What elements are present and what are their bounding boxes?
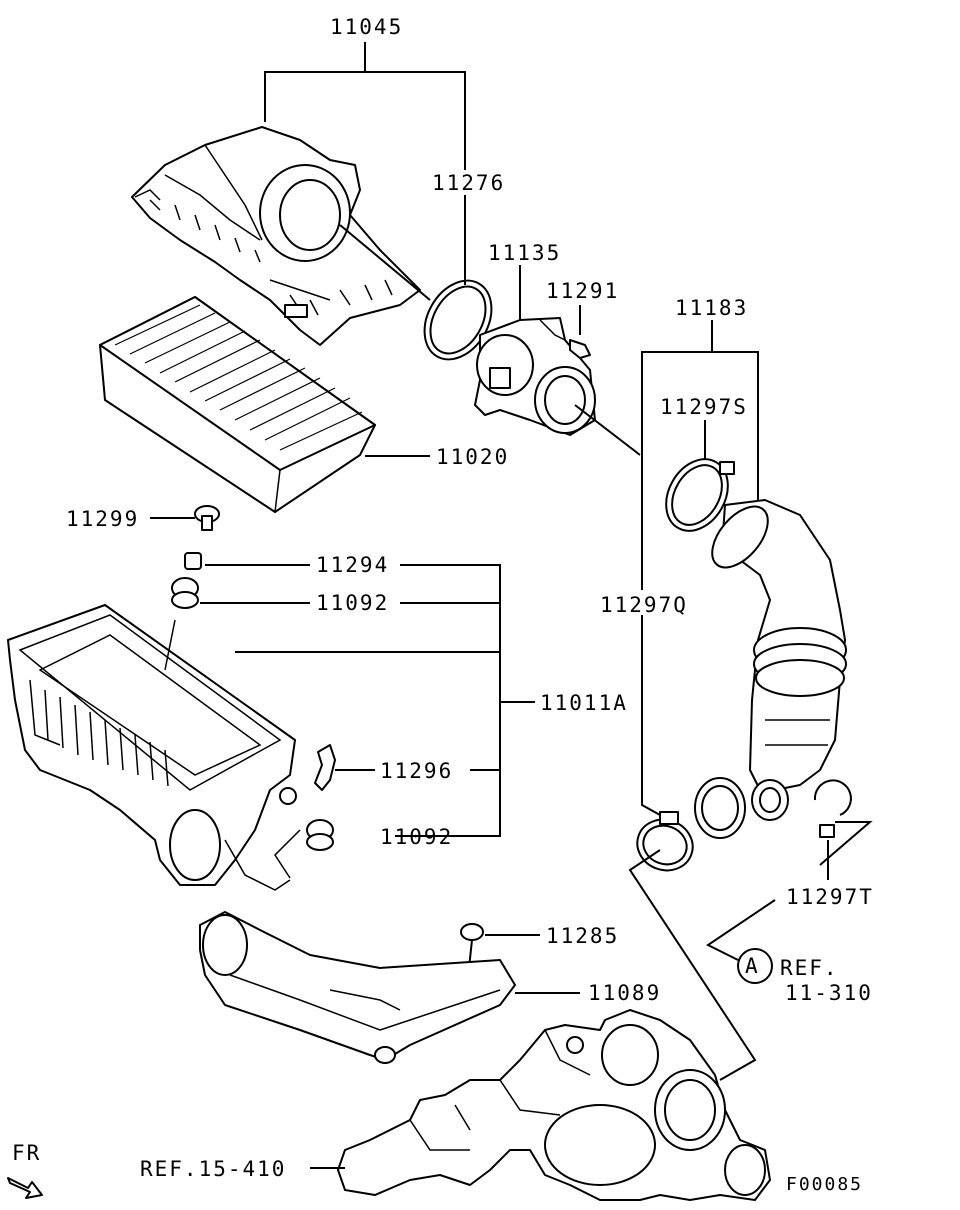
airflow-sensor-11135 [474, 317, 596, 436]
air-filter-11020 [99, 296, 376, 514]
label-11092-upper: 11092 [316, 591, 389, 615]
leader-11183 [641, 320, 759, 590]
grommet-11092-upper [171, 577, 199, 609]
label-11011A: 11011A [540, 691, 628, 715]
leader-11011A [235, 564, 535, 837]
front-label: FR [12, 1141, 41, 1165]
hose-clamp-11297Q [636, 811, 694, 872]
ref-15-410-label: REF.15-410 [140, 1157, 286, 1181]
label-11183: 11183 [675, 296, 748, 320]
grommet-11092-lower [306, 819, 334, 851]
leader-11045 [264, 42, 466, 170]
leader-11297Q [641, 615, 661, 816]
ref-11-310-label: REF. [780, 956, 839, 980]
air-duct-11089 [199, 911, 516, 1064]
label-11297T: 11297T [786, 885, 874, 909]
diagram-code: F00085 [786, 1174, 863, 1195]
collar-11294 [184, 552, 202, 570]
turbocharger-assembly [337, 1009, 771, 1201]
label-11297S: 11297S [660, 395, 748, 419]
label-11135: 11135 [488, 241, 561, 265]
label-11285: 11285 [546, 924, 619, 948]
screw-11291 [569, 339, 591, 359]
front-arrow-icon [7, 1177, 43, 1199]
leader-11297T [706, 821, 873, 961]
air-cleaner-cover [131, 126, 421, 346]
label-11089: 11089 [588, 981, 661, 1005]
label-11276: 11276 [432, 171, 505, 195]
label-11297Q: 11297Q [600, 593, 688, 617]
label-11045: 11045 [330, 15, 403, 39]
clip-11296 [314, 744, 336, 791]
hose-clamp-11297T [813, 779, 852, 838]
ref-11-310-number: 11-310 [785, 981, 873, 1005]
intake-hose-11183 [665, 458, 847, 839]
label-11092-lower: 11092 [380, 825, 453, 849]
label-11296: 11296 [380, 759, 453, 783]
label-11294: 11294 [316, 553, 389, 577]
bolt-11299 [194, 505, 220, 531]
label-11020: 11020 [436, 445, 509, 469]
ref-circle-a [737, 948, 773, 984]
label-11291: 11291 [546, 279, 619, 303]
air-cleaner-case [7, 604, 301, 891]
ref-circle-letter: A [745, 954, 760, 978]
label-11299: 11299 [66, 507, 139, 531]
